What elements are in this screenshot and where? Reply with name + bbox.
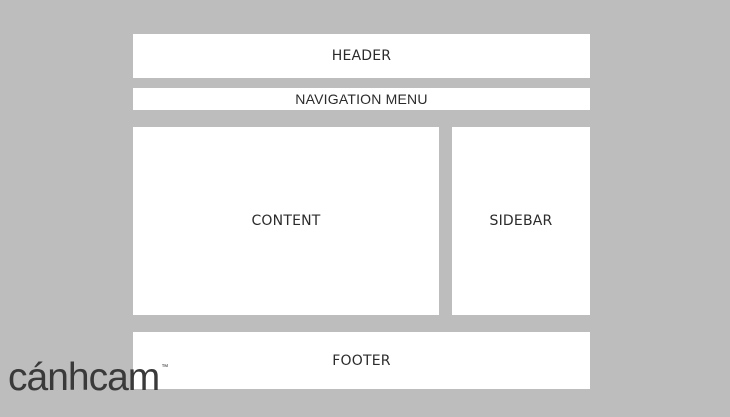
sidebar-label: SIDEBAR bbox=[489, 213, 553, 229]
footer-label: FOOTER bbox=[332, 352, 391, 369]
content-block: CONTENT bbox=[133, 127, 439, 315]
trademark-symbol: ™ bbox=[161, 364, 169, 371]
sidebar-block: SIDEBAR bbox=[452, 127, 590, 315]
content-label: CONTENT bbox=[251, 213, 321, 229]
brand-logo-text: cánhcam bbox=[8, 356, 160, 399]
navigation-menu-label: NAVIGATION MENU bbox=[295, 91, 428, 107]
header-label: HEADER bbox=[331, 48, 392, 64]
navigation-menu-block: NAVIGATION MENU bbox=[133, 88, 590, 110]
footer-block: FOOTER bbox=[133, 332, 590, 389]
header-block: HEADER bbox=[133, 34, 590, 78]
